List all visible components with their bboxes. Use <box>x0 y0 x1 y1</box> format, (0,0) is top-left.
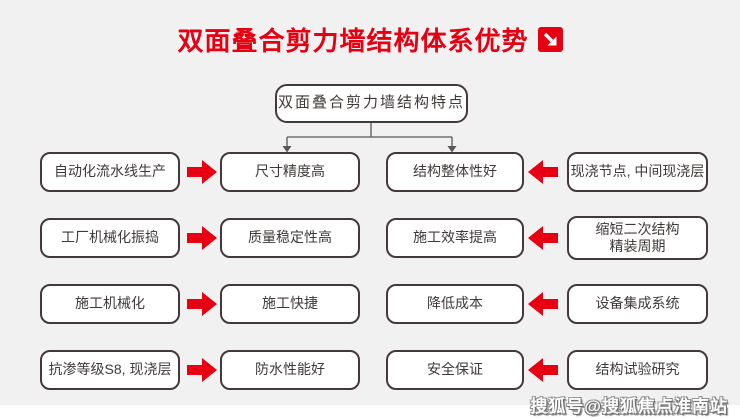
benefit-node: 尺寸精度高 <box>220 152 360 192</box>
cause-node: 抗渗等级S8, 现浇层 <box>40 350 180 390</box>
benefit-node: 施工效率提高 <box>386 218 524 258</box>
benefit-node: 安全保证 <box>386 350 524 390</box>
bottom-strip <box>0 405 740 419</box>
benefit-node: 降低成本 <box>386 284 524 324</box>
arrow-right-icon <box>187 358 217 382</box>
arrow-down-right-icon <box>537 26 563 52</box>
cause-node: 结构试验研究 <box>567 350 708 390</box>
arrow-left-icon <box>528 358 558 382</box>
arrow-left-icon <box>528 292 558 316</box>
arrow-right-icon <box>187 160 217 184</box>
benefit-node: 结构整体性好 <box>386 152 524 192</box>
benefit-node: 施工快捷 <box>220 284 360 324</box>
benefit-node: 防水性能好 <box>220 350 360 390</box>
cause-node: 施工机械化 <box>40 284 180 324</box>
root-node: 双面叠合剪力墙结构特点 <box>275 84 468 123</box>
benefit-node: 质量稳定性高 <box>220 218 360 258</box>
arrow-left-icon <box>528 160 558 184</box>
cause-node: 现浇节点, 中间现浇层 <box>567 152 708 192</box>
watermark: 搜狐号@搜狐焦点淮南站 <box>530 397 728 416</box>
page-title-bar: 双面叠合剪力墙结构体系优势 <box>0 22 740 56</box>
cause-node: 工厂机械化振捣 <box>40 218 180 258</box>
cause-node: 缩短二次结构 精装周期 <box>567 216 708 260</box>
arrow-right-icon <box>187 292 217 316</box>
cause-node: 设备集成系统 <box>567 284 708 324</box>
arrow-right-icon <box>187 226 217 250</box>
page-title: 双面叠合剪力墙结构体系优势 <box>177 25 529 56</box>
cause-node: 自动化流水线生产 <box>40 152 180 192</box>
arrow-left-icon <box>528 226 558 250</box>
